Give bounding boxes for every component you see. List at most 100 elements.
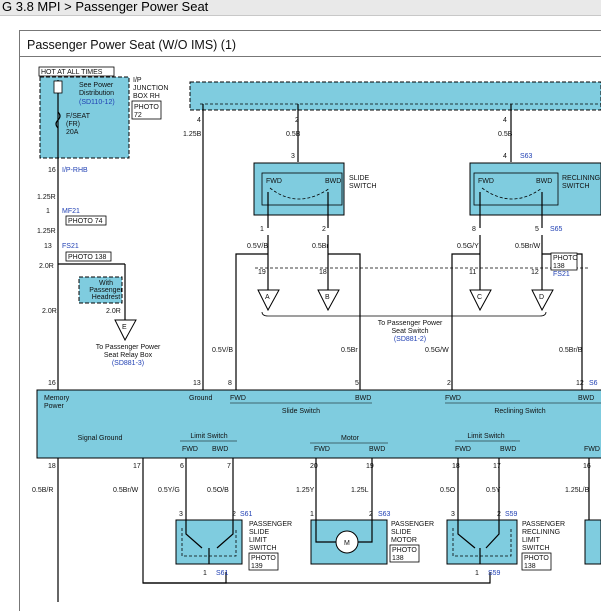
connector-b: [317, 289, 340, 312]
pin-1-mf21: 1: [46, 208, 50, 215]
mod-ls1-bwd: BWD: [212, 446, 228, 453]
connector-bracket: [261, 311, 547, 317]
pin-16-low2: 16: [583, 463, 591, 470]
title-divider: [19, 56, 601, 57]
pin-5-rs: 5: [535, 226, 539, 233]
wire-05o: 0.5O: [440, 487, 456, 494]
prl-2: RECLINING: [522, 529, 560, 536]
psm-2: SLIDE: [391, 529, 412, 536]
s59-top[interactable]: S59: [505, 511, 518, 518]
s59-bot[interactable]: S59: [488, 570, 501, 577]
breadcrumb: G 3.8 MPI > Passenger Power Seat: [0, 0, 601, 16]
mod-limit-switch-1: Limit Switch: [190, 433, 227, 440]
right-cut-box: [584, 519, 601, 565]
with-headrest-box: [78, 276, 123, 304]
wire-05vb-top: 0.5V/B: [247, 243, 268, 250]
mem-power-2: Power: [44, 403, 65, 410]
iprhb-conn[interactable]: I/P-RHB: [62, 167, 88, 174]
s65-conn[interactable]: S65: [550, 226, 563, 233]
pin-2-mod: 2: [447, 380, 451, 387]
pin-19-low: 19: [366, 463, 374, 470]
photo138-label2: PHOTO: [553, 255, 578, 262]
with-1: With: [99, 280, 113, 287]
w-low-gnd: [143, 572, 491, 584]
fuse-name-3: 20A: [66, 129, 79, 136]
psl-2: SLIDE: [249, 529, 270, 536]
connector-c: [469, 289, 492, 312]
pin-18-low2: 18: [452, 463, 460, 470]
photo138-num2: 138: [553, 263, 565, 270]
prl-pin-3: 3: [451, 511, 455, 518]
psl-pin-2: 2: [232, 511, 236, 518]
wire-125l: 1.25L: [351, 487, 369, 494]
fuse-name-1: F/SEAT: [66, 113, 91, 120]
mod-ss-bwd: BWD: [355, 395, 371, 402]
psm-pin-2: 2: [369, 511, 373, 518]
pin-10: 12: [531, 269, 539, 276]
psl-photo: PHOTO: [251, 555, 276, 562]
conn-c: C: [477, 294, 482, 301]
mod-rs-fwd: FWD: [445, 395, 461, 402]
wire-125r-1: 1.25R: [37, 194, 56, 201]
psl-photo-box: [248, 552, 279, 571]
psl-3: LIMIT: [249, 537, 268, 544]
fs21-conn[interactable]: FS21: [62, 243, 79, 250]
wire-05brb: 0.5Br/B: [559, 347, 583, 354]
wire-gw: [451, 253, 480, 390]
s6-conn[interactable]: S6: [589, 380, 598, 387]
pin-4-top: 4: [197, 117, 201, 124]
ip-label-2: JUNCTION: [133, 85, 168, 92]
mf21-conn[interactable]: MF21: [62, 208, 80, 215]
pin-1-ss: 1: [260, 226, 264, 233]
psm-3: MOTOR: [391, 537, 417, 544]
pin-8-mod: 8: [228, 380, 232, 387]
fuse-element: [55, 111, 61, 129]
pin-18: 18: [319, 269, 327, 276]
wire-125lb: 1.25L/B: [565, 487, 589, 494]
sd110-link[interactable]: (SD110-12): [79, 99, 115, 106]
psm-photo: PHOTO: [392, 547, 417, 554]
pin-13-fs21: 13: [44, 243, 52, 250]
ss-name-1: SLIDE: [349, 175, 370, 182]
s63-conn[interactable]: S63: [378, 511, 391, 518]
connector-d: [531, 289, 554, 312]
psl-pin-1: 1: [203, 570, 207, 577]
rs-dash-arc: [481, 187, 543, 200]
connector-e: [114, 319, 137, 342]
diagram-title: Passenger Power Seat (W/O IMS) (1): [27, 38, 237, 52]
pin-4-top2: 4: [503, 117, 507, 124]
recl-switch-box: [469, 162, 601, 216]
photo74-box: [65, 215, 107, 226]
slide-switch-box: [253, 162, 345, 216]
fuse-name-2: (FR): [66, 121, 80, 128]
wire-20r-1: 2.0R: [39, 263, 54, 270]
wire-br: [328, 253, 361, 390]
mod-fwd-right: FWD: [584, 446, 600, 453]
wire-20r-3: 2.0R: [106, 308, 121, 315]
see-power-2: Distribution: [79, 90, 114, 97]
to-relay-1: To Passenger Power: [96, 344, 161, 351]
s63-top[interactable]: S63: [520, 153, 533, 160]
psm-w2: [357, 520, 373, 543]
fs21-conn2[interactable]: FS21: [553, 271, 570, 278]
see-power-1: See Power: [79, 82, 114, 89]
photo138-label: PHOTO 138: [68, 254, 106, 261]
psm-photo-box: [389, 544, 420, 563]
psl-pin-3: 3: [179, 511, 183, 518]
mod-ground: Ground: [189, 395, 212, 402]
s61-bot[interactable]: S61: [216, 570, 229, 577]
psl-1: PASSENGER: [249, 521, 292, 528]
sd881-2-link[interactable]: (SD881-2): [394, 336, 426, 343]
mod-ls2-bwd: BWD: [500, 446, 516, 453]
pin-18-low: 18: [48, 463, 56, 470]
pin-4-rs: 4: [503, 153, 507, 160]
mod-ls1-fwd: FWD: [182, 446, 198, 453]
connector-a: [257, 289, 280, 312]
wire-05brw-low: 0.5Br/W: [113, 487, 139, 494]
prl-pin-1: 1: [475, 570, 479, 577]
photo72-num: 72: [134, 112, 142, 119]
psl-sw1: [185, 520, 203, 549]
ss-bwd: BWD: [325, 178, 341, 185]
sd881-3-link[interactable]: (SD881-3): [112, 360, 144, 367]
s61-top[interactable]: S61: [240, 511, 253, 518]
